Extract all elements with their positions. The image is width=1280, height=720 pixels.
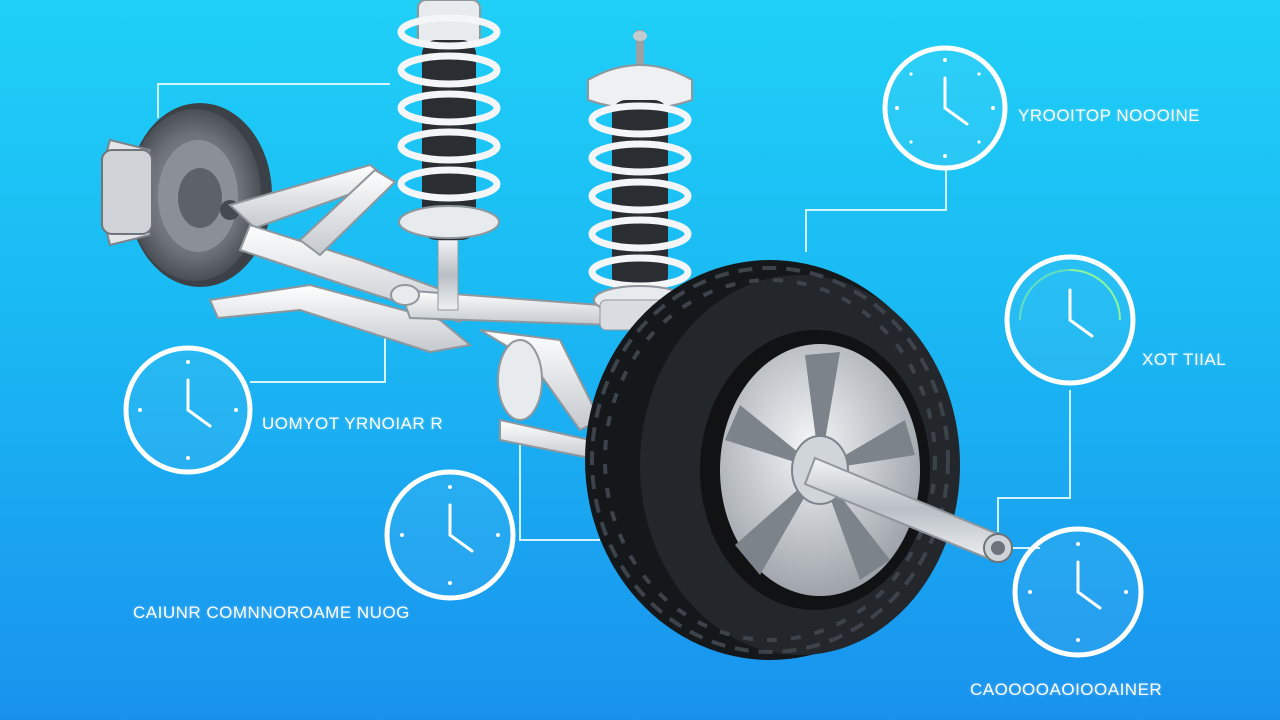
callout-line-top-right (805, 168, 947, 252)
label-top-right: YROOITOP NOOOINE (1018, 106, 1201, 125)
callout-line-left (250, 330, 386, 383)
clock-icon (1004, 254, 1136, 386)
clock-icon (1012, 526, 1144, 658)
control-arms (208, 163, 612, 462)
label-left: UOMYOT YRNOIAR R (262, 414, 444, 433)
callout-lines (157, 83, 1071, 549)
callout-line-mid-right (997, 390, 1071, 532)
label-middle-right: XOT TIIAL (1142, 350, 1227, 369)
callout-line-brake (157, 83, 390, 118)
clock-icon (123, 345, 253, 475)
label-bottom-left: CAIUNR COMNNOROAME NUOG (133, 603, 410, 622)
clock-icon (384, 469, 516, 601)
brake-disc-icon (101, 103, 272, 287)
callout-line-center (519, 440, 600, 541)
tire-icon (585, 260, 1013, 660)
label-bottom-right: CAOOOOAOIOOAINER (970, 680, 1163, 699)
clock-icon (882, 45, 1008, 171)
coil-spring-icon (397, 0, 501, 311)
